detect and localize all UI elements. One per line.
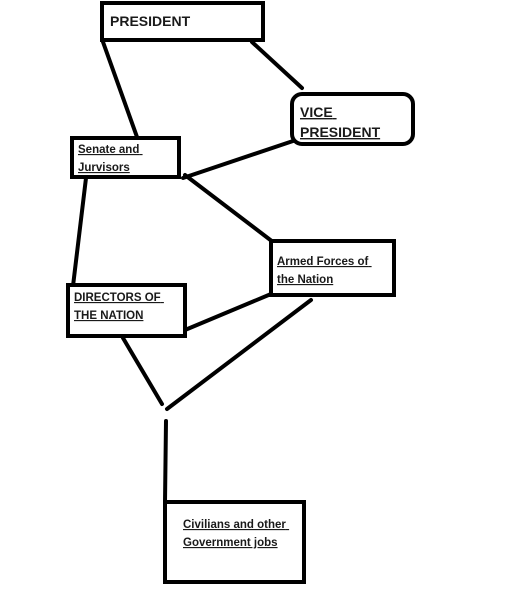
connector-senate-directors — [71, 176, 88, 288]
civilians-box — [163, 500, 306, 584]
vice-president-box — [290, 92, 415, 146]
senate-box — [70, 136, 181, 179]
connector-vice-president-senate — [181, 138, 298, 180]
connector-president-vice-president — [250, 40, 304, 90]
president-box — [100, 1, 265, 42]
civilians-label: Civilians and other Government jobs — [183, 519, 289, 549]
armed-forces-label: Armed Forces of the Nation — [277, 256, 372, 286]
connector-junction-civilians — [163, 419, 168, 504]
president-label: PRESIDENT — [110, 13, 191, 29]
connector-senate-armed-forces — [183, 173, 275, 244]
directors-label: DIRECTORS OF THE NATION — [74, 292, 164, 322]
vice-president-label: VICE PRESIDENT — [300, 104, 381, 140]
connector-president-senate — [101, 40, 139, 139]
boxes — [66, 1, 415, 584]
connector-directors-junction — [121, 336, 164, 406]
directors-box — [66, 283, 187, 338]
armed-forces-box — [269, 239, 396, 297]
senate-label: Senate and Jurvisors — [78, 144, 143, 174]
connectors — [71, 40, 313, 504]
connector-armed-forces-junction — [165, 298, 313, 411]
connector-directors-armed-forces — [183, 292, 273, 332]
